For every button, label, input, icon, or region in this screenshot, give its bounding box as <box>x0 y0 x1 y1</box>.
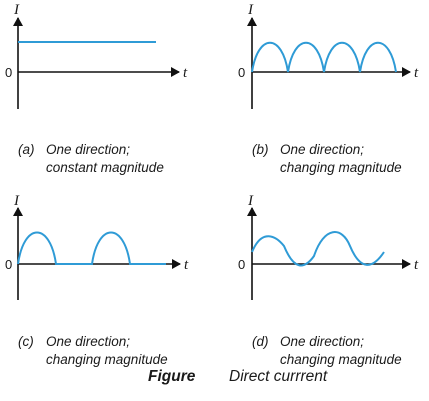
graph-d-wave <box>251 231 385 267</box>
caption-a-line2: constant magnitude <box>46 160 164 175</box>
graph-c-wave <box>17 231 166 265</box>
graph-c: I t 0 <box>5 193 189 300</box>
graph-b-y-label: I <box>247 2 254 18</box>
graph-d: I t 0 <box>238 193 419 300</box>
graph-b: I t 0 <box>238 2 419 109</box>
caption-b-line1: One direction; <box>280 142 365 157</box>
caption-d-line2: changing magnitude <box>280 352 402 367</box>
graph-d-origin-label: 0 <box>238 257 245 272</box>
caption-a-label: (a) <box>18 142 35 157</box>
caption-c-line2: changing magnitude <box>46 352 168 367</box>
graph-c-y-label: I <box>13 193 20 209</box>
graph-d-x-label: t <box>414 257 419 273</box>
graph-a-origin-label: 0 <box>5 65 12 80</box>
caption-a-line1: One direction; <box>46 142 131 157</box>
graph-c-x-label: t <box>184 257 189 273</box>
graph-d-y-label: I <box>247 193 254 209</box>
graph-a: I t 0 <box>5 2 188 109</box>
figure-label: Figure <box>148 368 196 385</box>
caption-c-label: (c) <box>18 334 34 349</box>
caption-c-line1: One direction; <box>46 334 131 349</box>
caption-d-line1: One direction; <box>280 334 365 349</box>
graph-a-y-label: I <box>13 2 20 18</box>
graph-b-x-label: t <box>414 65 419 81</box>
graph-b-wave <box>251 41 397 73</box>
graph-b-origin-label: 0 <box>238 65 245 80</box>
graph-c-origin-label: 0 <box>5 257 12 272</box>
figure-title: Direct currrent <box>229 368 328 385</box>
caption-b-line2: changing magnitude <box>280 160 402 175</box>
caption-d-label: (d) <box>252 334 269 349</box>
graph-a-x-label: t <box>183 65 188 81</box>
caption-b-label: (b) <box>252 142 269 157</box>
